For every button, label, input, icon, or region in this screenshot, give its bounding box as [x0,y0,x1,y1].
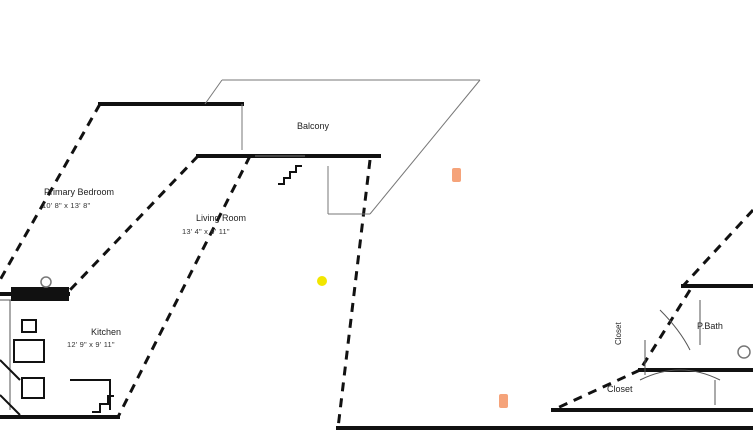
room-dims-living-room: 13' 4" x 9' 11" [182,227,230,236]
balcony-railing [204,79,481,215]
diagonal-walls [0,103,753,429]
room-dims-primary-bedroom: 10' 8" x 13' 8" [42,201,91,210]
room-label-closet-side: Closet [614,322,623,345]
room-label-closet: Closet [607,384,633,394]
room-dims-kitchen: 12' 9" x 9' 11" [67,340,115,349]
fixture-icons [40,276,751,359]
camera-marker-icon[interactable] [499,394,508,408]
room-label-living-room: Living Room [196,213,247,223]
stair-icon [92,165,302,413]
exterior-walls [0,102,753,430]
kitchen-fixtures [0,287,111,416]
room-label-bath: P.Bath [697,321,723,331]
room-label-primary-bedroom: Primary Bedroom [44,187,115,197]
camera-marker-icon[interactable] [452,168,461,182]
current-position-icon[interactable] [317,276,327,286]
room-label-kitchen: Kitchen [91,327,122,337]
room-label-balcony: Balcony [297,121,330,131]
